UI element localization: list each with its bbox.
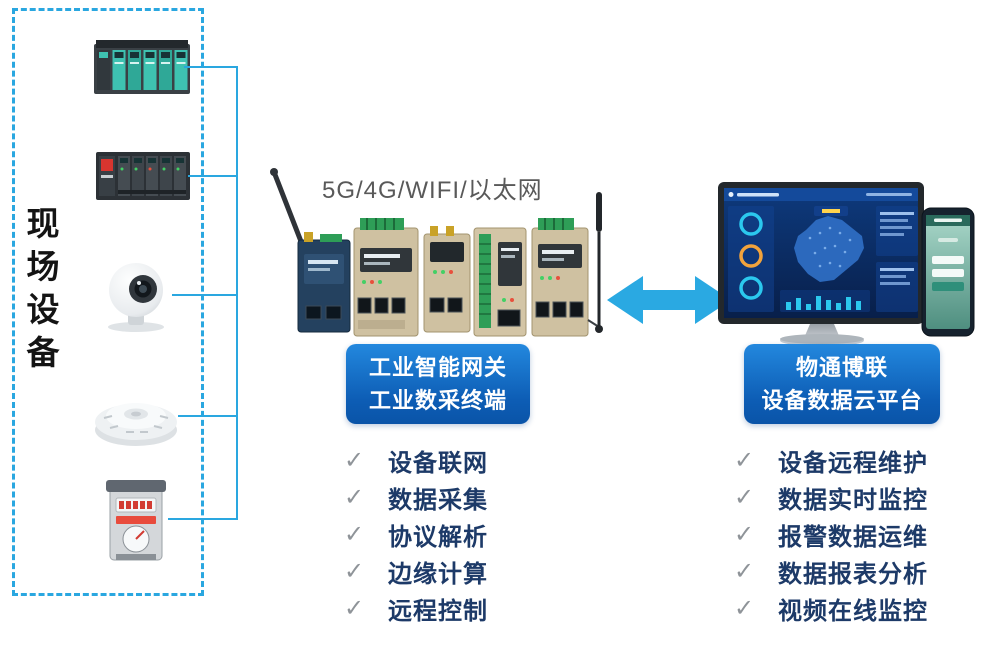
feature-item: ✓ 协议解析 (344, 516, 488, 553)
smoke-detector-icon (95, 403, 177, 446)
feature-item: ✓ 报警数据运维 (734, 516, 928, 553)
gateway-title-line1: 工业智能网关 (368, 355, 507, 380)
check-icon: ✓ (344, 484, 365, 511)
feature-item: ✓ 数据实时监控 (734, 479, 928, 516)
feature-label: 数据实时监控 (778, 487, 928, 514)
feature-item: ✓ 设备远程维护 (734, 442, 928, 479)
cloud-title-line2: 设备数据云平台 (761, 388, 923, 413)
bidirectional-arrow-icon (607, 276, 731, 324)
connector-bus-line (236, 66, 238, 520)
feature-item: ✓ 视频在线监控 (734, 590, 928, 627)
feature-label: 远程控制 (388, 598, 488, 625)
connectivity-label: 5G/4G/WIFI/以太网 (322, 177, 543, 204)
connector-line-smoke (178, 415, 237, 417)
cloud-platform-title-box: 物通博联 设备数据云平台 (744, 344, 940, 424)
gateway-feature-list: ✓ 设备联网 ✓ 数据采集 ✓ 协议解析 ✓ 边缘计算 ✓ 远程控制 (344, 442, 488, 627)
monitor (718, 182, 924, 324)
feature-label: 数据采集 (388, 487, 488, 514)
feature-label: 协议解析 (388, 524, 488, 551)
gateway-device-4 (473, 227, 527, 337)
field-devices-label: 现场设备 (22, 206, 59, 378)
cloud-feature-list: ✓ 设备远程维护 ✓ 数据实时监控 ✓ 报警数据运维 ✓ 数据报表分析 ✓ 视频… (734, 442, 928, 627)
field-devices-group-border (12, 8, 204, 596)
gateway-title-box: 工业智能网关 工业数采终端 (346, 344, 530, 424)
gateway-device-1 (297, 232, 351, 333)
check-icon: ✓ (734, 484, 755, 511)
monitor-stand (780, 324, 864, 347)
check-icon: ✓ (344, 558, 365, 585)
connector-line-meter (168, 518, 237, 520)
gateway-devices-image (270, 168, 603, 337)
check-icon: ✓ (344, 595, 365, 622)
feature-item: ✓ 设备联网 (344, 442, 488, 479)
feature-label: 设备联网 (388, 450, 488, 477)
plc-rack-icon (94, 40, 190, 94)
cloud-platform-screens-image (718, 182, 975, 347)
feature-item: ✓ 数据报表分析 (734, 553, 928, 590)
check-icon: ✓ (734, 558, 755, 585)
gateway-device-5 (531, 218, 589, 337)
connector-line-camera (172, 294, 237, 296)
check-icon: ✓ (734, 521, 755, 548)
feature-label: 视频在线监控 (778, 598, 928, 625)
gateway-device-3 (423, 226, 471, 333)
check-icon: ✓ (734, 595, 755, 622)
check-icon: ✓ (344, 447, 365, 474)
ip-camera-icon (108, 263, 164, 332)
feature-label: 设备远程维护 (778, 450, 928, 477)
gateway-device-2 (353, 218, 419, 337)
feature-label: 报警数据运维 (778, 524, 928, 551)
plc-controller-icon (96, 152, 190, 200)
gateway-title-line2: 工业数采终端 (368, 388, 507, 413)
feature-label: 边缘计算 (388, 561, 488, 588)
feature-label: 数据报表分析 (778, 561, 928, 588)
energy-meter-icon (106, 480, 166, 561)
feature-item: ✓ 数据采集 (344, 479, 488, 516)
china-map-shape (794, 216, 864, 282)
wifi-antenna-icon (270, 168, 305, 247)
feature-item: ✓ 边缘计算 (344, 553, 488, 590)
feature-item: ✓ 远程控制 (344, 590, 488, 627)
mobile-phone (921, 207, 975, 337)
check-icon: ✓ (734, 447, 755, 474)
cellular-antenna-icon (587, 192, 603, 333)
cloud-title-line1: 物通博联 (795, 355, 888, 380)
connector-line-plc1 (184, 66, 237, 68)
check-icon: ✓ (344, 521, 365, 548)
connector-line-plc2 (188, 175, 237, 177)
